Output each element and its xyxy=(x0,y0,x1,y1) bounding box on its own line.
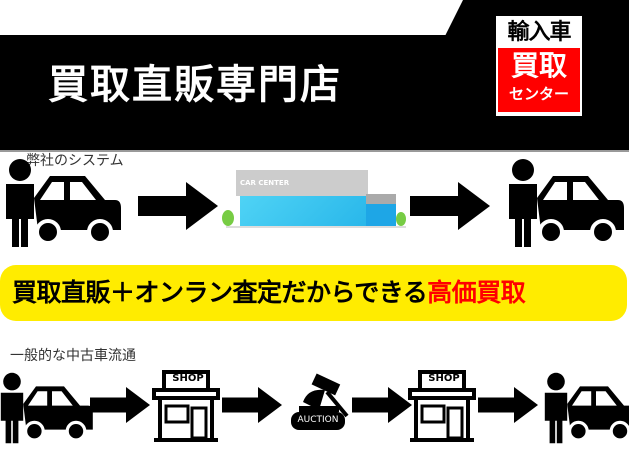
auction-gavel-icon: AUCTION xyxy=(285,372,355,442)
highlight-banner: 買取直販＋オンラン査定だからできる高価買取 xyxy=(0,265,627,321)
our-system-label: 弊社のシステム xyxy=(26,153,124,169)
arrow-right-icon xyxy=(222,387,282,423)
shop-icon: SHOP xyxy=(152,370,222,442)
brand-logo: 輸入車 買取センター xyxy=(496,16,582,116)
arrow-right-icon xyxy=(352,387,412,423)
shop-sign: SHOP xyxy=(428,373,460,384)
buyer-car-icon xyxy=(543,372,629,444)
arrow-right-icon xyxy=(90,387,150,423)
shop-sign: SHOP xyxy=(172,373,204,384)
buyer-car-icon xyxy=(507,158,626,248)
logo-line3: センター xyxy=(508,85,569,103)
customer-car-icon xyxy=(4,158,123,248)
arrow-right-icon xyxy=(138,182,218,230)
general-flow-label: 一般的な中古車流通 xyxy=(10,348,136,364)
car-center-sign: CAR CENTER xyxy=(240,179,290,187)
logo-line2: 買取 xyxy=(510,49,567,82)
car-center-building: CAR CENTER xyxy=(222,168,406,230)
banner-text: 買取直販＋オンラン査定だからできる xyxy=(12,278,428,307)
shop-icon: SHOP xyxy=(408,370,478,442)
auction-label: AUCTION xyxy=(297,415,339,425)
banner-highlight: 高価買取 xyxy=(427,278,526,307)
arrow-right-icon xyxy=(478,387,538,423)
seller-car-icon xyxy=(0,372,95,444)
car-center-roof: CAR CENTER xyxy=(236,170,368,196)
arrow-right-icon xyxy=(410,182,490,230)
page-title: 買取直販専門店 xyxy=(48,62,342,108)
logo-line1: 輸入車 xyxy=(507,20,571,45)
